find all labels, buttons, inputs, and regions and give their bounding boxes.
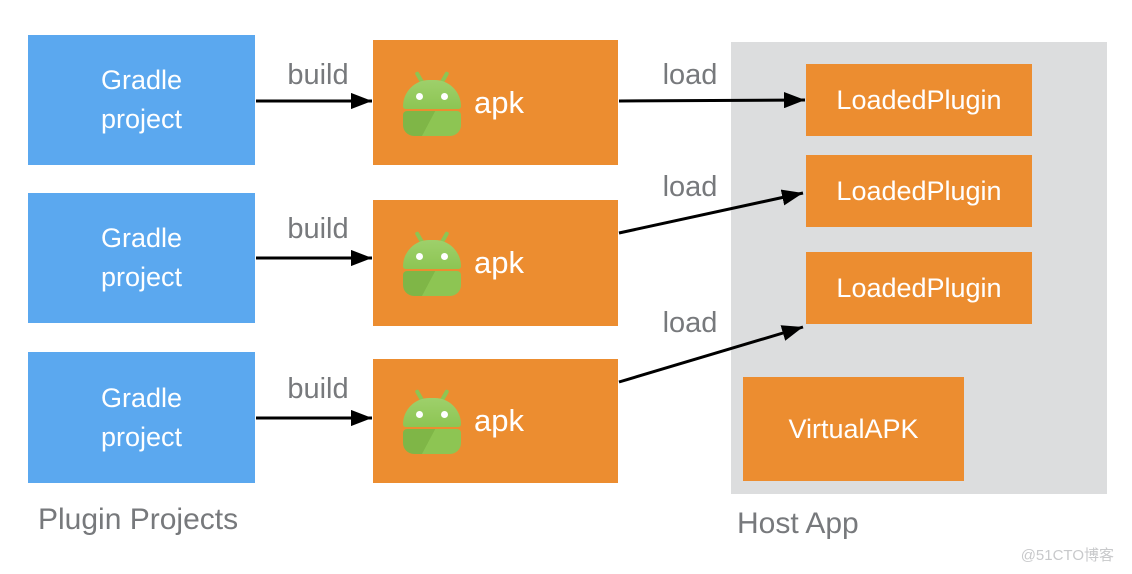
load-arrow-label: load [662,307,718,339]
host-app-section-label: Host App [737,507,859,540]
apk-label: apk [474,84,524,120]
apk-box: apk [373,40,618,165]
plugin-projects-section-label: Plugin Projects [38,503,239,536]
build-arrow-label: build [287,213,349,245]
build-arrow-label: build [287,373,349,405]
load-arrow-label: load [662,171,718,203]
load-arrow-label: load [662,59,718,91]
gradle-project-label: Gradle project [100,223,183,292]
loaded-plugin-box: LoadedPlugin [806,64,1032,136]
gradle-project-label: Gradle project [100,65,183,134]
loaded-plugin-label: LoadedPlugin [836,84,1002,115]
android-robot-icon [403,388,461,454]
loaded-plugin-box: LoadedPlugin [806,155,1032,227]
virtualapk-label: VirtualAPK [788,413,919,444]
build-arrow-label: build [287,59,349,91]
android-robot-icon [403,70,461,136]
gradle-project-box: Gradle project [28,193,255,323]
gradle-project-label: Gradle project [100,382,183,452]
android-robot-icon [403,230,461,296]
loaded-plugin-box: LoadedPlugin [806,252,1032,324]
loaded-plugin-label: LoadedPlugin [836,175,1002,206]
gradle-project-box: Gradle project [28,352,255,483]
apk-label: apk [474,403,524,438]
gradle-project-box: Gradle project [28,35,255,165]
apk-label: apk [474,245,524,280]
loaded-plugin-label: LoadedPlugin [836,272,1002,303]
apk-box: apk [373,359,618,483]
virtualapk-box: VirtualAPK [743,377,964,481]
watermark: @51CTO博客 [1020,547,1114,564]
apk-box: apk [373,200,618,326]
